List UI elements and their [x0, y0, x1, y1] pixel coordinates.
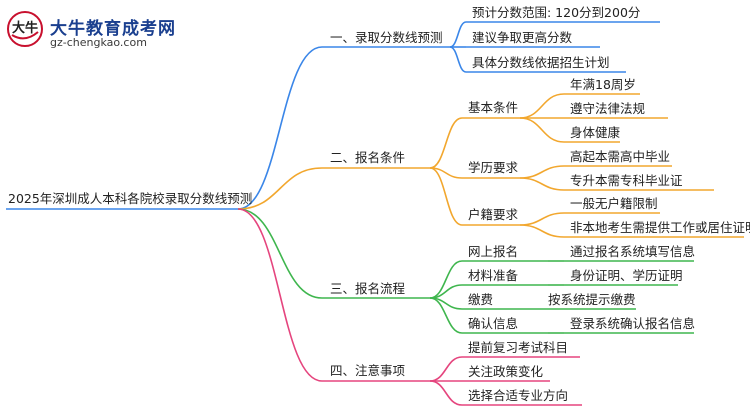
- connector-22: [519, 117, 565, 143]
- connector-4: [237, 208, 323, 299]
- logo-title: 大牛教育成考网: [50, 19, 176, 39]
- leaf-2-3-2: 非本地考生需提供工作或居住证明: [570, 220, 750, 235]
- sub-2-3: 户籍要求: [468, 207, 519, 222]
- connector-34: [519, 224, 565, 238]
- connector-26: [519, 165, 565, 179]
- leaf-2-1-1: 年满18周岁: [570, 77, 636, 92]
- connector-10: [449, 21, 467, 48]
- leaf-2-2-2: 专升本需专科毕业证: [570, 173, 683, 188]
- connector-18: [519, 93, 565, 119]
- connector-30: [429, 167, 463, 226]
- leaf-2-2-1: 高起本需高中毕业: [570, 149, 671, 164]
- sub-3-1: 网上报名: [468, 244, 519, 259]
- branch-3-node: 三、报名流程: [330, 281, 406, 296]
- leaf-2-1-2: 遵守法律法规: [570, 101, 646, 116]
- sub-3-3: 缴费: [468, 292, 494, 307]
- leaf-3-3-1: 按系统提示缴费: [548, 292, 636, 307]
- connector-5: [237, 208, 323, 382]
- leaf-2-3-1: 一般无户籍限制: [570, 196, 658, 211]
- leaf-2-1-3: 身体健康: [570, 125, 621, 140]
- connector-16: [429, 117, 463, 169]
- leaf-3-2-1: 身份证明、学历证明: [570, 268, 683, 283]
- leaf-1-1: 预计分数范围: 120分到200分: [472, 5, 641, 20]
- leaf-3-1-1: 通过报名系统填写信息: [570, 244, 696, 259]
- sub-2-2: 学历要求: [468, 160, 519, 175]
- branch-4-node: 四、注意事项: [330, 363, 406, 378]
- logo-mark-icon: 大牛: [7, 11, 43, 47]
- branch-1-node: 一、录取分数线预测: [330, 30, 443, 45]
- leaf-3-4-1: 登录系统确认报名信息: [570, 316, 696, 331]
- connector-56: [429, 380, 463, 406]
- leaf-4-1: 提前复习考试科目: [468, 340, 569, 355]
- connector-32: [519, 212, 565, 226]
- connector-3: [237, 167, 323, 210]
- root-node: 2025年深圳成人本科各院校录取分数线预测: [8, 191, 253, 206]
- site-logo: 大牛 大牛教育成考网 gz-chengkao.com: [6, 10, 196, 54]
- leaf-4-2: 关注政策变化: [468, 364, 544, 379]
- sub-2-1: 基本条件: [468, 100, 519, 115]
- logo-url: gz-chengkao.com: [50, 36, 147, 49]
- leaf-1-3: 具体分数线依据招生计划: [472, 55, 610, 70]
- leaf-1-2: 建议争取更高分数: [472, 30, 573, 45]
- branch-2-node: 二、报名条件: [330, 150, 406, 165]
- sub-3-2: 材料准备: [468, 268, 519, 283]
- connector-14: [449, 46, 467, 73]
- sub-3-4: 确认信息: [468, 316, 519, 331]
- leaf-4-3: 选择合适专业方向: [468, 388, 569, 403]
- connector-48: [429, 297, 463, 334]
- connector-52: [429, 356, 463, 382]
- logo-mark-text: 大牛: [12, 20, 38, 36]
- connector-28: [519, 177, 565, 191]
- connector-2: [237, 46, 323, 210]
